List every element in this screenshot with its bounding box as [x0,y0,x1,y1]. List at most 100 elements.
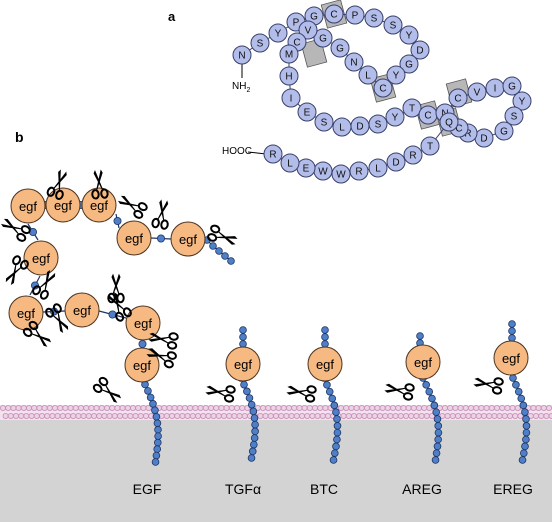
lipid-head [62,404,69,411]
chain-bead [221,252,229,260]
lipid-head [382,412,389,419]
lipid-head [535,404,542,411]
lipid-head [142,412,149,419]
scissors-blade [146,354,168,357]
scissors-handle [304,394,316,403]
egf-ligand: egf [307,346,343,382]
lipid-head [215,412,222,419]
scissors-handle [19,259,29,270]
lipid-head [12,412,19,419]
scissors-handle [45,307,55,318]
lipid-head [176,404,183,411]
chain-bead [321,326,329,334]
receptor-label-tgfa: TGFα [225,481,261,497]
residue-letter: C [293,38,300,49]
scissors-icon [205,385,236,403]
panel-label-a: a [168,9,176,24]
residue-letter: G [405,60,413,71]
lipid-head [80,412,87,419]
residue-bead [313,28,333,48]
lipid-head [540,404,547,411]
residue-letter: P [293,18,300,29]
scissors-handle [52,303,62,314]
lipid-head [337,404,344,411]
chain-bead [518,456,527,464]
lipid-head [101,412,108,419]
lipid-head [509,404,516,411]
chain-bead [325,387,334,396]
scissors-handle [225,385,236,394]
chain-bead [508,334,516,342]
egf-label: egf [17,306,35,321]
residue-bead [279,66,299,86]
lipid-head [228,404,235,411]
bead-chain [203,236,235,265]
lipid-head [350,412,357,419]
residue-bead [364,8,384,28]
lipid-head [454,412,461,419]
lipid-head [236,412,243,419]
chain-bead [434,422,443,430]
residue-letter: D [392,158,399,169]
residue-letter: L [287,159,293,170]
egf-domain [23,240,59,276]
lipid-head [10,404,17,411]
egf-ligand: egf [170,221,206,257]
chain-bead [247,454,256,462]
lipid-head [41,404,48,411]
lipid-head [44,412,51,419]
lipid-head [18,412,25,419]
chain-bead [245,394,254,402]
lipid-head [311,404,318,411]
bead-chain [509,374,531,464]
lipid-head [340,412,347,419]
residue-bead [250,33,270,53]
egf-label: egf [54,198,72,213]
chain-bead [328,394,337,403]
scissors-handle [92,383,103,394]
residue-letter: Q [445,118,453,129]
egf-label: egf [73,303,91,318]
chain-bead [432,408,440,416]
lipid-head [166,404,173,411]
lipid-head [218,404,225,411]
lipid-head [127,412,134,419]
lipid-head [5,404,12,411]
residue-letter: C [454,94,461,105]
residue-letter: G [508,82,516,93]
lipid-head [67,404,74,411]
lipid-head [65,412,72,419]
egf-label: egf [234,357,252,372]
residue-letter: W [336,170,346,181]
residue-bead [280,153,300,173]
scissors-handle [491,386,503,395]
chain-bead [153,445,162,453]
scissors-blade [205,389,227,395]
bead-chain [320,374,342,464]
lipid-head [272,412,279,419]
residue-letter: R [355,167,362,178]
lipid-head [28,412,35,419]
chain-bead [430,401,439,410]
residue-bead [268,23,288,43]
lipid-head [441,404,448,411]
lipid-head [392,412,399,419]
scissors-handle [223,394,235,403]
lipid-head [371,412,378,419]
lipid-head [54,412,61,419]
lipid-head [457,404,464,411]
residue-bead [263,144,283,164]
chain-bead [152,412,161,421]
lipid-head [356,412,363,419]
chain-bead [227,257,235,265]
lipid-head [223,404,230,411]
lipid-head [259,404,266,411]
lipid-head [171,404,178,411]
lipid-head [462,404,469,411]
egf-domain [125,305,161,341]
residue-letter: R [464,129,471,140]
lipid-head [106,412,113,419]
egf-ligand: egf [493,340,529,376]
residue-letter: V [305,26,312,37]
